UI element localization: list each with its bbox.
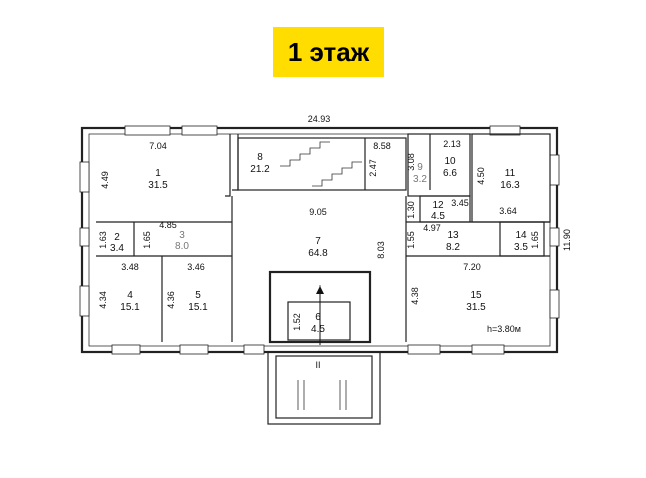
- dimension-label: 1.30: [406, 201, 416, 219]
- dimension-label: 7.04: [149, 141, 167, 151]
- dimension-label: 1.55: [406, 231, 416, 249]
- room-4-number: 4: [127, 290, 133, 301]
- room-3-number: 3: [179, 230, 185, 241]
- room-10-number: 10: [444, 156, 456, 167]
- dimension-label: 3.45: [451, 198, 469, 208]
- dimension-label: 1.65: [142, 231, 152, 249]
- dimension-label: 9.05: [309, 207, 327, 217]
- interior-walls: [96, 133, 551, 425]
- dimension-label: 3.48: [121, 262, 139, 272]
- room-14-area: 3.5: [514, 242, 528, 253]
- dimension-label: 7.20: [463, 262, 481, 272]
- dimension-label: 8.03: [376, 241, 386, 259]
- dimension-label: 3.64: [499, 206, 517, 216]
- room-14-number: 14: [515, 230, 527, 241]
- dimension-label: 2.47: [368, 159, 378, 177]
- room-13-area: 8.2: [446, 242, 460, 253]
- room-1-area: 31.5: [148, 180, 168, 191]
- room-11-number: 11: [505, 168, 516, 179]
- dimension-label: 4.50: [476, 167, 486, 185]
- dimension-label: 4.85: [159, 220, 177, 230]
- room-5-area: 15.1: [188, 302, 208, 313]
- room-7-area: 64.8: [308, 248, 328, 259]
- room-11-area: 16.3: [500, 180, 520, 191]
- room-2-area: 3.4: [110, 243, 124, 254]
- room-8-number: 8: [257, 152, 263, 163]
- dimension-label: 1.65: [530, 231, 540, 249]
- room-labels: 1 31.5 2 3.4 3 8.0 4 15.1 5 15.1 6 4.5 7…: [110, 152, 528, 335]
- room-15-number: 15: [470, 290, 482, 301]
- dimension-label: 3.46: [187, 262, 205, 272]
- room-9-area: 3.2: [413, 174, 427, 185]
- windows: [79, 125, 560, 355]
- overall-width: 24.93: [308, 114, 331, 124]
- room-7-number: 7: [315, 236, 321, 247]
- room-4-area: 15.1: [120, 302, 140, 313]
- dimension-label: 8.58: [373, 141, 391, 151]
- dimension-label: 4.97: [423, 223, 441, 233]
- dimension-label: 1.52: [292, 313, 302, 331]
- room-6-area: 4.5: [311, 324, 325, 335]
- dimension-label: 3.08: [406, 153, 416, 171]
- ceiling-height: h=3.80м: [487, 324, 521, 334]
- room-1-number: 1: [155, 168, 161, 179]
- stair-steps: [280, 141, 362, 410]
- floor-title: 1 этаж: [287, 36, 370, 67]
- room-9-number: 9: [417, 162, 423, 173]
- overall-depth: 11.90: [562, 229, 572, 251]
- room-6-number: 6: [315, 312, 321, 323]
- entrance-label: II: [315, 360, 320, 370]
- dimension-label: 1.63: [98, 231, 108, 249]
- dimension-label: 4.38: [410, 287, 420, 305]
- room-3-area: 8.0: [175, 241, 189, 252]
- dimension-labels: 24.93 11.90 h=3.80м II 7.04 4.49 1.63 1.…: [98, 114, 572, 370]
- room-5-number: 5: [195, 290, 201, 301]
- dimension-label: 4.34: [98, 291, 108, 309]
- room-12-number: 12: [432, 200, 444, 211]
- entrance-arrow: [316, 286, 324, 345]
- dimension-label: 4.49: [100, 171, 110, 189]
- room-8-area: 21.2: [250, 164, 270, 175]
- floor-title-badge: 1 этаж: [273, 27, 384, 77]
- room-13-number: 13: [447, 230, 459, 241]
- dimension-label: 2.13: [443, 139, 461, 149]
- room-12-area: 4.5: [431, 211, 445, 222]
- room-15-area: 31.5: [466, 302, 486, 313]
- room-10-area: 6.6: [443, 168, 457, 179]
- room-2-number: 2: [114, 232, 120, 243]
- dimension-label: 4.36: [166, 291, 176, 309]
